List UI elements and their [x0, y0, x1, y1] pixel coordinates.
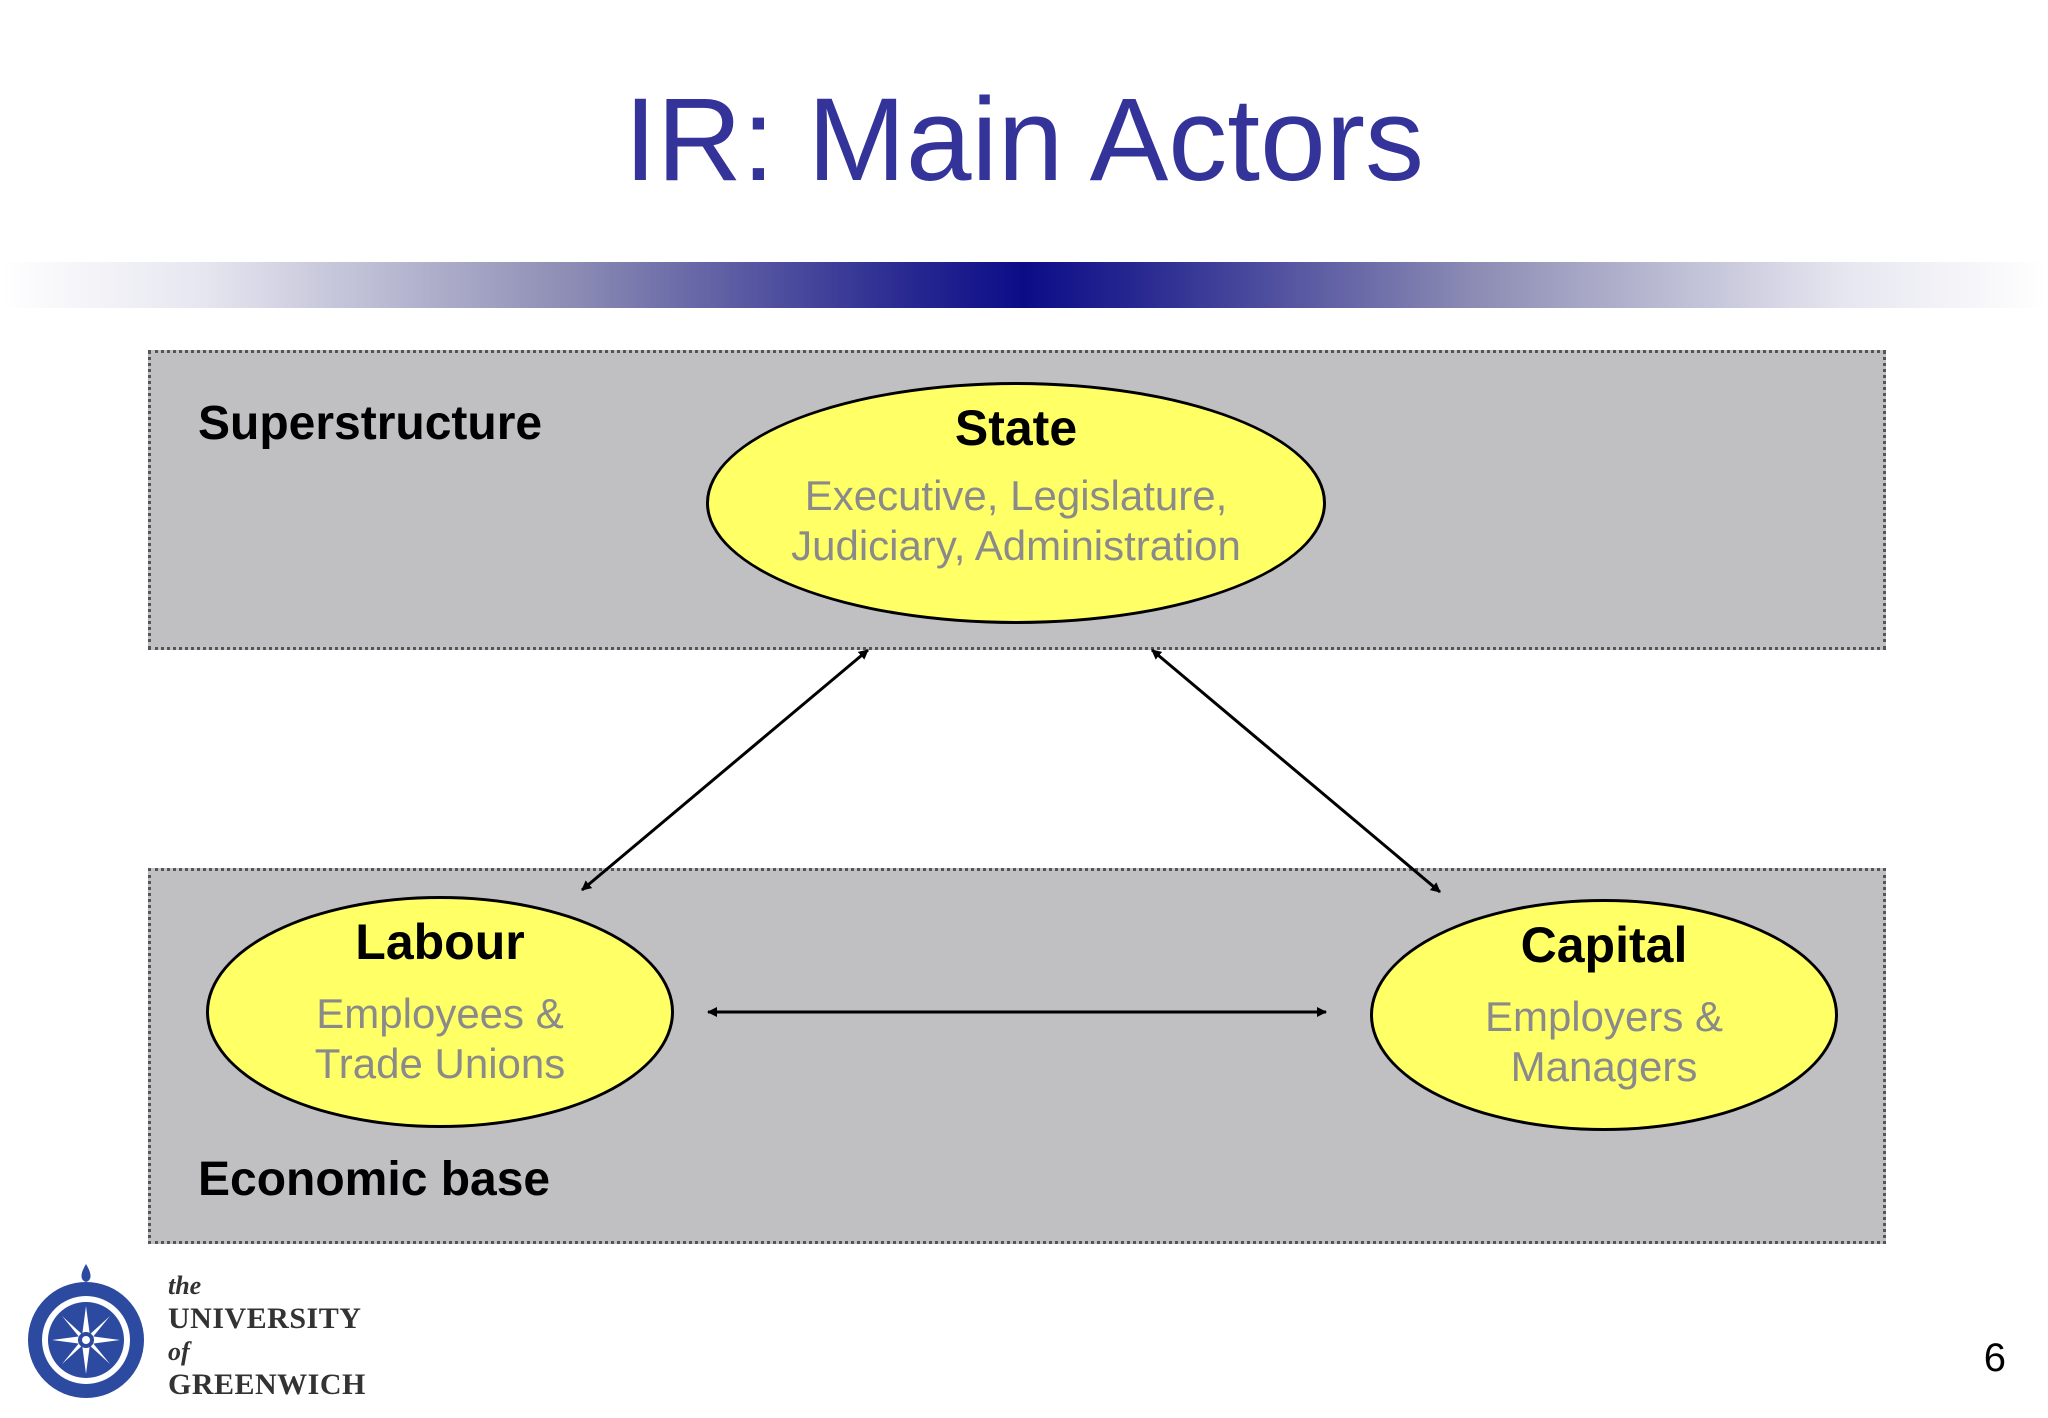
superstructure-label: Superstructure — [198, 397, 543, 450]
logo-university: UNIVERSITY — [168, 1302, 362, 1335]
labour-description: Employees & Trade Unions — [314, 990, 566, 1087]
title-gradient-bar — [0, 262, 2048, 308]
logo-of: of — [168, 1337, 190, 1366]
capital-title: Capital — [1520, 917, 1688, 973]
page-number: 6 — [1983, 1336, 2006, 1380]
slide-title: IR: Main Actors — [623, 74, 1424, 206]
university-logo-seal — [28, 1264, 144, 1398]
labour-node: Labour Employees & Trade Unions — [206, 896, 674, 1128]
labour-title: Labour — [355, 914, 525, 970]
economic-base-label: Economic base — [198, 1153, 551, 1206]
capital-node: Capital Employers & Managers — [1370, 899, 1838, 1131]
state-node: State Executive, Legislature, Judiciary,… — [706, 382, 1326, 624]
capital-description: Employers & Managers — [1484, 993, 1724, 1090]
state-description: Executive, Legislature, Judiciary, Admin… — [791, 472, 1241, 569]
arrow-state-capital — [1151, 648, 1441, 894]
university-wordmark: the UNIVERSITY of GREENWICH — [168, 1270, 366, 1402]
arrow-state-labour — [581, 648, 869, 892]
logo-greenwich: GREENWICH — [168, 1368, 366, 1401]
state-title: State — [954, 400, 1078, 456]
logo-the: the — [168, 1271, 202, 1300]
